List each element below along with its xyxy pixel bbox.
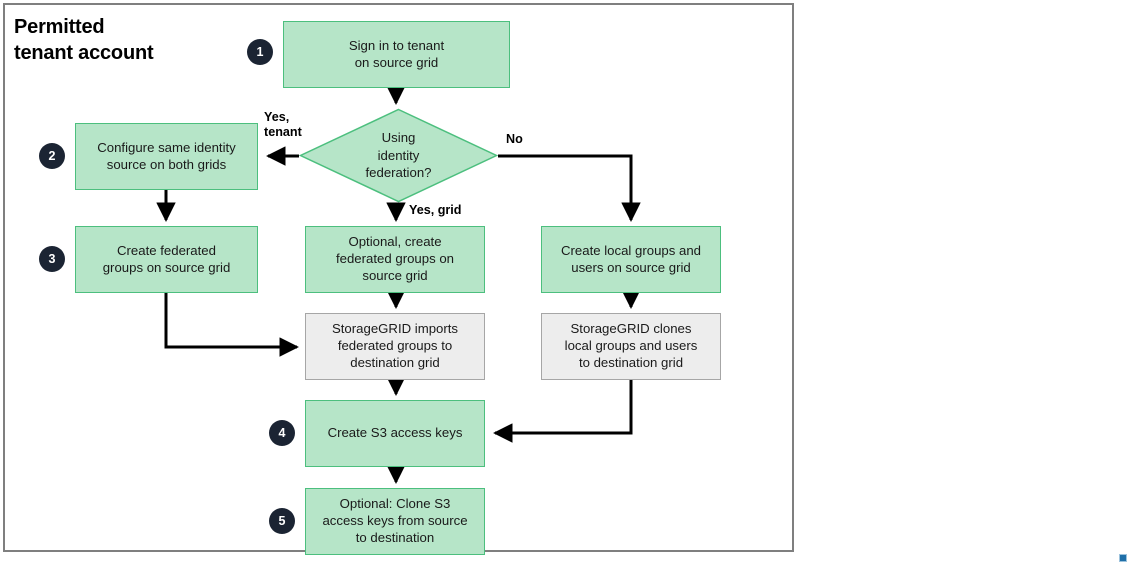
- edge-label-yes-grid: Yes, grid: [409, 203, 462, 217]
- step-badge-1: 1: [247, 39, 273, 65]
- edge-label-no: No: [506, 132, 523, 146]
- step-badge-5: 5: [269, 508, 295, 534]
- node-create-s3-access-keys[interactable]: Create S3 access keys: [305, 400, 485, 467]
- edge-label-yes-tenant: Yes, tenant: [264, 110, 302, 140]
- corner-marker-dot: [1119, 554, 1127, 562]
- step-badge-4: 4: [269, 420, 295, 446]
- node-optional-clone-s3-access-keys[interactable]: Optional: Clone S3 access keys from sour…: [305, 488, 485, 555]
- page-title: Permitted tenant account: [14, 16, 154, 65]
- step-badge-2: 2: [39, 143, 65, 169]
- node-create-federated-groups[interactable]: Create federated groups on source grid: [75, 226, 258, 293]
- node-configure-identity-source[interactable]: Configure same identity source on both g…: [75, 123, 258, 190]
- node-decision-identity-federation[interactable]: Using identity federation?: [299, 108, 498, 203]
- node-create-local-groups[interactable]: Create local groups and users on source …: [541, 226, 721, 293]
- node-storagegrid-clones-local-groups: StorageGRID clones local groups and user…: [541, 313, 721, 380]
- node-sign-in-to-tenant[interactable]: Sign in to tenant on source grid: [283, 21, 510, 88]
- decision-label: Using identity federation?: [365, 130, 432, 181]
- diamond-shape: [299, 108, 498, 203]
- node-storagegrid-imports-federated-groups: StorageGRID imports federated groups to …: [305, 313, 485, 380]
- node-optional-create-federated-groups[interactable]: Optional, create federated groups on sou…: [305, 226, 485, 293]
- step-badge-3: 3: [39, 246, 65, 272]
